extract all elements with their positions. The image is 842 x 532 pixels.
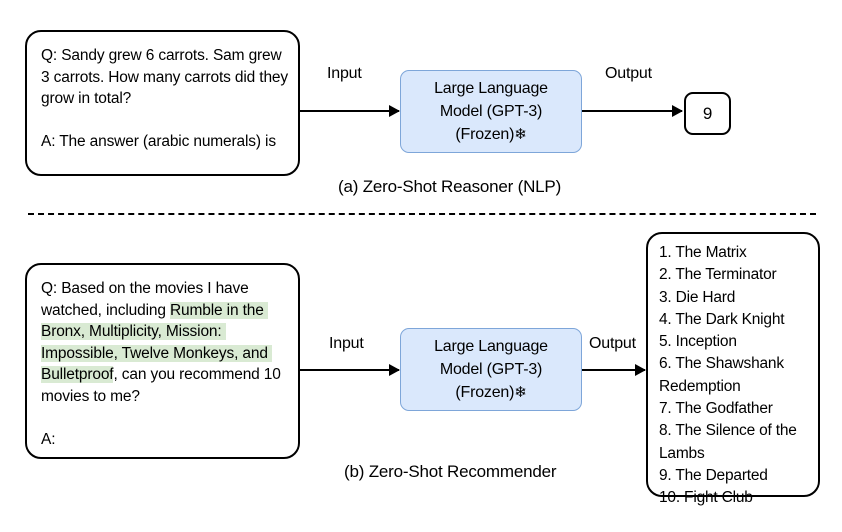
panel-a-caption: (a) Zero-Shot Reasoner (NLP) — [338, 177, 562, 196]
list-item: 5. Inception — [659, 333, 737, 351]
panel-b-llm-line3-wrap: (Frozen)❄ — [434, 381, 548, 404]
list-item: 8. The Silence of the Lambs — [659, 422, 797, 462]
panel-a-llm-line3-wrap: (Frozen)❄ — [434, 123, 548, 146]
panel-b-input-arrow — [300, 369, 399, 371]
panel-a-output-box: 9 — [684, 92, 731, 135]
list-item: 6. The Shawshank Redemption — [659, 355, 784, 395]
panel-b-output-label: Output — [589, 335, 636, 352]
panel-b-output-list: 1. The Matrix 2. The Terminator 3. Die H… — [659, 242, 815, 510]
list-item: 10. Fight Club — [659, 489, 753, 507]
panel-b-llm-line2: Model (GPT-3) — [439, 361, 543, 378]
panel-a-llm-text: Large Language Model (GPT-3) (Frozen)❄ — [434, 77, 548, 146]
panel-a-llm-line3: (Frozen) — [455, 126, 515, 143]
panel-b-prompt-part2: , can you recommend 10 movies to me? A: — [41, 366, 281, 448]
snowflake-icon: ❄ — [514, 384, 527, 401]
panel-a-prompt-text: Q: Sandy grew 6 carrots. Sam grew 3 carr… — [41, 47, 288, 150]
list-item: 7. The Godfather — [659, 400, 773, 418]
list-item: 2. The Terminator — [659, 266, 777, 284]
panel-b-input-label: Input — [329, 335, 364, 352]
panel-b-prompt-box: Q: Based on the movies I have watched, i… — [25, 263, 300, 459]
panel-divider — [28, 213, 816, 215]
list-item: 1. The Matrix — [659, 244, 747, 261]
panel-b-prompt-part1: Q: Based on the movies I have watched, i… — [41, 280, 253, 319]
panel-a-output-label: Output — [605, 65, 652, 82]
panel-b-caption: (b) Zero-Shot Recommender — [344, 462, 557, 481]
list-item: 3. Die Hard — [659, 288, 736, 306]
panel-a-llm-line1: Large Language — [434, 80, 548, 97]
panel-b-llm-line3: (Frozen) — [455, 384, 515, 401]
panel-a-output-arrow — [582, 110, 682, 112]
panel-b-llm-text: Large Language Model (GPT-3) (Frozen)❄ — [434, 335, 548, 404]
panel-a-llm-box: Large Language Model (GPT-3) (Frozen)❄ — [400, 70, 582, 153]
list-item: 9. The Departed — [659, 466, 768, 484]
list-item: 4. The Dark Knight — [659, 310, 785, 328]
panel-a-output-value: 9 — [702, 103, 713, 123]
snowflake-icon: ❄ — [514, 126, 527, 143]
panel-b-llm-line1: Large Language — [434, 338, 548, 355]
panel-a-input-label: Input — [327, 65, 362, 82]
panel-b-output-box: 1. The Matrix 2. The Terminator 3. Die H… — [646, 232, 820, 506]
panel-a-prompt-box: Q: Sandy grew 6 carrots. Sam grew 3 carr… — [25, 30, 300, 176]
panel-a-input-arrow — [300, 110, 399, 112]
panel-b-prompt-text: Q: Based on the movies I have watched, i… — [41, 278, 291, 450]
panel-b-output-arrow — [582, 369, 645, 371]
panel-a-llm-line2: Model (GPT-3) — [439, 103, 543, 120]
panel-b-llm-box: Large Language Model (GPT-3) (Frozen)❄ — [400, 328, 582, 411]
